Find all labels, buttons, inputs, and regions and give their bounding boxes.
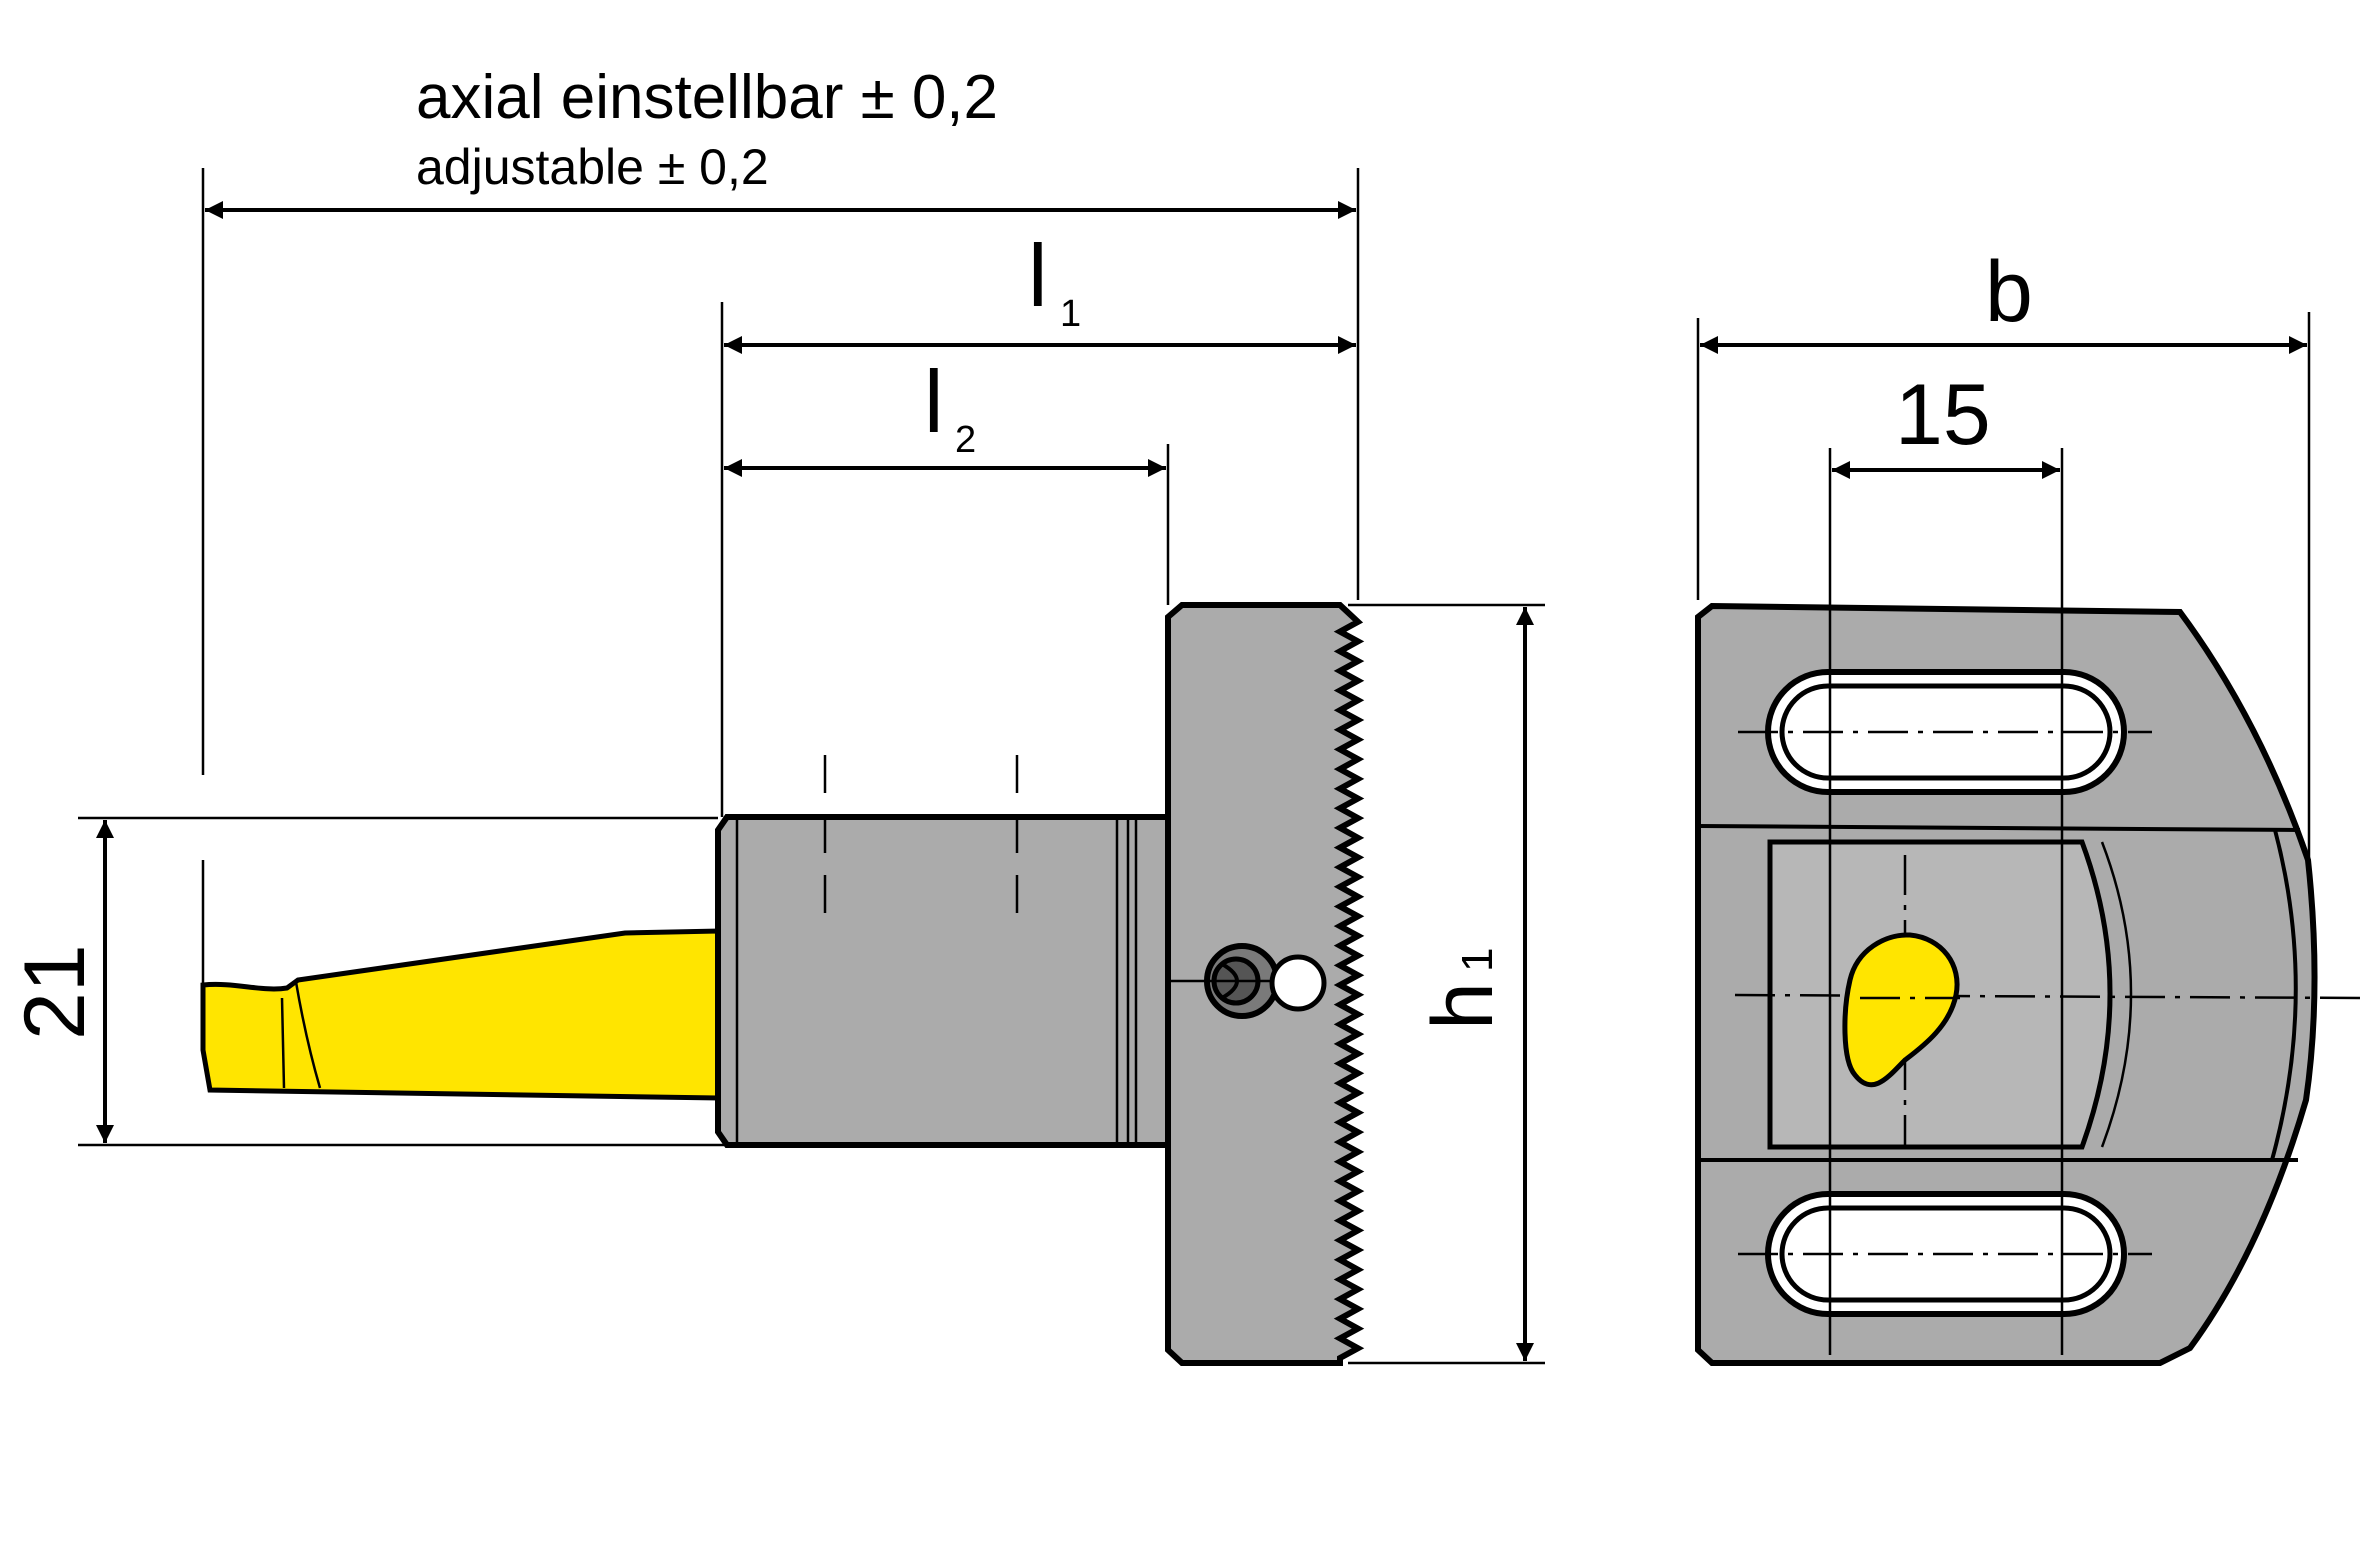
height-21-label-wrap: 21 [7, 944, 103, 1040]
slot-spacing-label: 15 [1895, 367, 1991, 463]
l1-subscript: 1 [1060, 293, 1081, 335]
axial-label-de: axial einstellbar ± 0,2 [416, 63, 998, 132]
main-centerline [1734, 993, 2362, 1000]
front-curve-right [2270, 829, 2298, 1161]
yellow-port [1842, 932, 1960, 1088]
l1-label: l 1 [1028, 226, 1081, 335]
h1-letter: h [1415, 982, 1511, 1030]
front-split-top [1697, 824, 2301, 832]
clamping-screw [1165, 943, 1327, 1019]
h1-label: h 1 [1415, 948, 1511, 1030]
h1-subscript: 1 [1453, 948, 1502, 972]
pocket-curve-2 [2100, 841, 2133, 1148]
height-21-label: 21 [7, 944, 103, 1040]
front-view [1695, 602, 2362, 1366]
side-view [200, 602, 1365, 1366]
yellow-insert [200, 928, 721, 1101]
b-label: b [1985, 244, 2033, 340]
l2-letter: l [924, 352, 944, 451]
side-dimensions [78, 168, 1545, 1365]
l2-label: l 2 [924, 352, 976, 461]
insert-edge-curve [294, 981, 322, 1089]
l2-subscript: 2 [955, 419, 976, 461]
front-dimensions [1696, 312, 2311, 1355]
insert-edge-line [280, 997, 286, 1089]
axial-label-en: adjustable ± 0,2 [416, 139, 769, 195]
l1-letter: l [1028, 226, 1048, 325]
shank-body [715, 814, 1171, 1148]
